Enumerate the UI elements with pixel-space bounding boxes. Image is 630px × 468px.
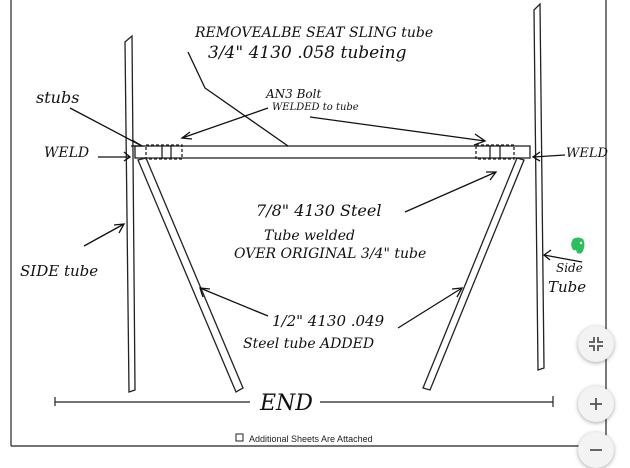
label-steel-3: OVER ORIGINAL 3/4" tube (234, 246, 426, 262)
seat-sling-tube (134, 144, 531, 160)
label-seat-tube-2: 3/4" 4130 .058 tubeing (208, 43, 407, 63)
additional-sheets-label: Additional Sheets Are Attached (249, 434, 373, 444)
label-steel-2: Tube welded (264, 228, 355, 244)
label-end: END (259, 391, 313, 416)
label-side-tube-right-1: Side (556, 261, 583, 275)
label-added-1: 1/2" 4130 .049 (272, 312, 385, 330)
diagram-sheet: REMOVEALBE SEAT SLING tube 3/4" 4130 .05… (10, 0, 608, 447)
label-bolt-1: AN3 Bolt (265, 87, 321, 101)
left-diagonal-tube (137, 157, 244, 393)
label-seat-tube-1: REMOVEALBE SEAT SLING tube (194, 25, 433, 41)
label-added-2: Steel tube ADDED (243, 336, 374, 352)
annotation-labels: REMOVEALBE SEAT SLING tube 3/4" 4130 .05… (20, 25, 608, 416)
label-steel-1: 7/8" 4130 Steel (256, 201, 381, 220)
right-side-tube (533, 2, 545, 371)
zoom-out-button[interactable] (578, 432, 614, 468)
end-line (54, 396, 554, 407)
label-weld-right: WELD (566, 146, 608, 161)
exit-fullscreen-button[interactable] (578, 326, 614, 362)
additional-sheets-checkbox (235, 433, 244, 442)
exit-fullscreen-icon (589, 337, 603, 351)
label-side-tube-right-2: Tube (548, 278, 586, 296)
left-side-tube (124, 34, 136, 393)
label-bolt-2: WELDED to tube (272, 102, 359, 113)
zoom-out-minus-icon (590, 449, 602, 451)
leader-arrows (69, 51, 583, 329)
evernote-elephant-icon (571, 237, 585, 254)
zoom-in-plus-icon (590, 398, 602, 410)
label-side-tube-left: SIDE tube (20, 262, 98, 280)
zoom-in-button[interactable] (578, 386, 614, 422)
label-stubs: stubs (36, 88, 79, 107)
label-weld-left: WELD (44, 145, 89, 161)
right-diagonal-tube (422, 157, 525, 391)
page-border (10, 0, 607, 447)
